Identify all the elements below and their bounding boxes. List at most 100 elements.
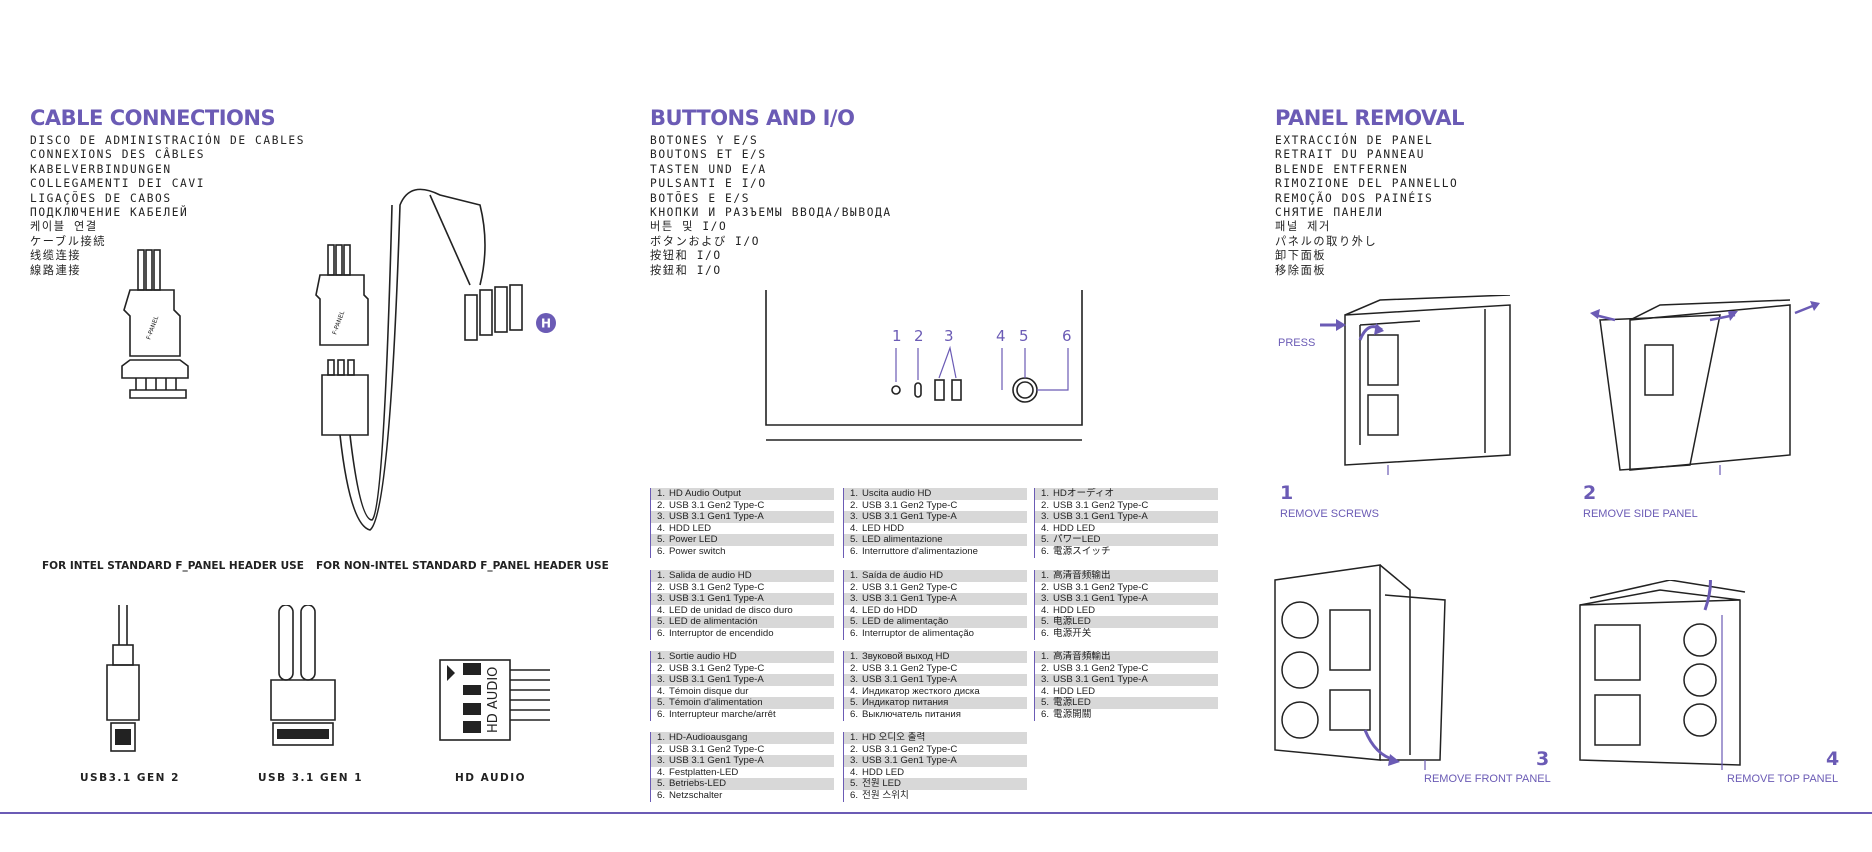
io-row-number: 5.	[850, 697, 859, 709]
io-port-number: 5	[1019, 327, 1029, 345]
case-step1-illustration	[1320, 295, 1511, 475]
io-row-label: Uscita audio HD	[862, 488, 932, 499]
panel-removal-title: PANEL REMOVAL	[1275, 106, 1465, 130]
panel-translations: EXTRACCIÓN DE PANEL RETRAIT DU PANNEAU B…	[1275, 134, 1458, 278]
io-table-row: 4.HDD LED	[843, 766, 1027, 779]
io-row-label: USB 3.1 Gen1 Type-A	[862, 593, 957, 605]
translation-item: LIGAÇÕES DE CABOS	[30, 191, 172, 205]
io-row-label: HDD LED	[669, 522, 712, 534]
io-table-row: 6.Power switch	[650, 545, 834, 558]
io-row-label: HD-Audioausgang	[669, 732, 748, 743]
io-row-number: 6.	[850, 708, 859, 720]
nonintel-fpanel-cable-illustration: F-PANEL	[315, 188, 523, 531]
io-row-number: 1.	[850, 651, 859, 662]
io-row-number: 1.	[1041, 651, 1050, 662]
io-table-row: 3.USB 3.1 Gen1 Type-A	[1034, 511, 1218, 523]
marker-h-label: H	[541, 317, 551, 331]
io-row-number: 5.	[850, 616, 859, 628]
io-row-number: 4.	[1041, 685, 1050, 697]
io-table-row: 5.LED alimentazione	[843, 534, 1027, 546]
io-row-label: 전원 스위치	[862, 789, 909, 801]
io-row-label: USB 3.1 Gen1 Type-A	[1053, 593, 1148, 605]
translation-item: 线缆连接	[30, 249, 82, 263]
io-table-row: 6.Выключатель питания	[843, 708, 1027, 721]
translation-item: BLENDE ENTFERNEN	[1275, 162, 1409, 176]
io-row-number: 4.	[657, 522, 666, 534]
translation-item: DISCO DE ADMINISTRACIÓN DE CABLES	[30, 134, 306, 147]
io-table-row: 4.HDD LED	[1034, 604, 1218, 617]
io-row-number: 6.	[850, 627, 859, 639]
io-row-label: LED do HDD	[862, 604, 918, 616]
translation-item: 按钮和 I/O	[650, 249, 722, 263]
io-row-number: 6.	[657, 627, 666, 639]
io-row-number: 2.	[657, 743, 666, 755]
translation-item: ケーブル接続	[30, 234, 107, 248]
io-translations: BOTONES Y E/S BOUTONS ET E/S TASTEN UND …	[650, 134, 892, 278]
io-row-number: 3.	[850, 674, 859, 686]
io-row-label: Звуковой выход HD	[862, 651, 950, 662]
step-number: 2	[1583, 482, 1597, 504]
io-row-number: 4.	[657, 685, 666, 697]
io-row-label: Interruttore d'alimentazione	[862, 545, 978, 557]
io-row-number: 1.	[657, 488, 666, 499]
io-table-row: 5.전원 LED	[843, 778, 1027, 790]
fpanel-label: F-PANEL	[331, 310, 346, 336]
io-table-row: 4.Индикатор жесткого диска	[843, 685, 1027, 698]
translation-item: СНЯТИЕ ПАНЕЛИ	[1275, 206, 1384, 220]
io-table-row: 3.USB 3.1 Gen1 Type-A	[843, 755, 1027, 767]
io-row-label: Sortie audio HD	[669, 651, 737, 662]
io-row-number: 4.	[657, 604, 666, 616]
io-row-label: Interruptor de encendido	[669, 627, 774, 639]
io-table-row: 6.Interruttore d'alimentazione	[843, 545, 1027, 558]
io-row-label: Interrupteur marche/arrêt	[669, 708, 776, 720]
io-row-number: 3.	[850, 755, 859, 767]
marker-h-icon: H	[536, 313, 556, 333]
fpanel-label: F-PANEL	[145, 315, 160, 341]
translation-item: КНОПКИ И РАЗЪЕМЫ ВВОДА/ВЫВОДА	[650, 206, 892, 220]
io-row-label: USB 3.1 Gen2 Type-C	[862, 662, 958, 674]
io-row-label: LED alimentazione	[862, 534, 943, 546]
io-row-label: Power LED	[669, 534, 718, 546]
io-row-label: LED de alimentação	[862, 616, 949, 628]
bottom-rule	[0, 812, 1872, 814]
io-row-number: 5.	[850, 534, 859, 546]
io-row-number: 5.	[657, 616, 666, 628]
io-table-row: 4.LED HDD	[843, 522, 1027, 535]
io-table-row: 2.USB 3.1 Gen2 Type-C	[650, 743, 834, 756]
io-row-number: 5.	[850, 778, 859, 790]
io-row-number: 6.	[1041, 545, 1050, 557]
io-row-label: Saída de áudio HD	[862, 570, 944, 581]
io-row-number: 3.	[850, 511, 859, 523]
io-row-number: 4.	[657, 766, 666, 778]
step-label: REMOVE SCREWS	[1280, 508, 1380, 520]
io-port-number: 1	[892, 327, 902, 345]
io-table-row: 4.Témoin disque dur	[650, 685, 834, 698]
io-table-row: 6.Interruptor de alimentação	[843, 627, 1027, 640]
nonintel-caption: FOR NON-INTEL STANDARD F_PANEL HEADER US…	[316, 560, 609, 572]
io-row-label: 高清音频输出	[1053, 570, 1111, 581]
io-table-row: 5.パワーLED	[1034, 534, 1218, 546]
io-table-row: 5.電源LED	[1034, 697, 1218, 709]
io-row-number: 6.	[657, 545, 666, 557]
intel-fpanel-connector-illustration: F-PANEL	[121, 249, 189, 399]
io-row-number: 2.	[850, 581, 859, 593]
io-row-number: 1.	[850, 488, 859, 499]
io-row-number: 6.	[657, 789, 666, 801]
case-step4-illustration	[1579, 580, 1746, 770]
io-row-label: 電源開關	[1053, 708, 1092, 720]
translation-item: 移除面板	[1275, 263, 1327, 277]
io-row-label: USB 3.1 Gen2 Type-C	[1053, 581, 1149, 593]
io-row-label: USB 3.1 Gen2 Type-C	[862, 581, 958, 593]
io-row-number: 4.	[850, 685, 859, 697]
io-table-row: 5.LED de alimentación	[650, 616, 834, 628]
io-row-number: 4.	[850, 522, 859, 534]
io-row-number: 3.	[657, 593, 666, 605]
io-table-row: 1.Звуковой выход HD	[843, 651, 1027, 663]
io-row-number: 1.	[1041, 570, 1050, 581]
io-row-label: HDD LED	[862, 766, 905, 778]
io-port-number: 4	[996, 327, 1006, 345]
io-row-label: 電源LED	[1053, 697, 1091, 709]
translation-item: BOTÕES E E/S	[650, 191, 751, 205]
